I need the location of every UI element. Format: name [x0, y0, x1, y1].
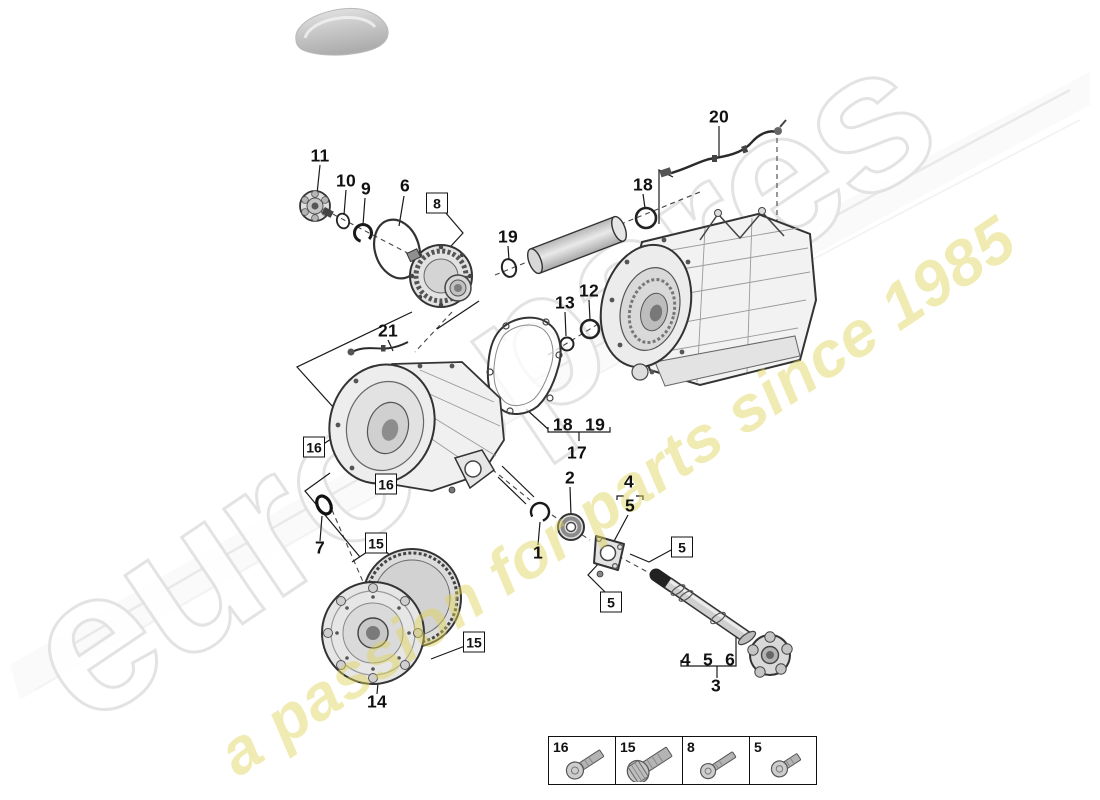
bushing-sleeve: [527, 215, 627, 275]
front-case-drawing: [328, 361, 505, 494]
callout-10: 10: [335, 170, 357, 191]
output-flange-11: [299, 190, 334, 222]
callout-18-19: 18 19: [552, 414, 606, 435]
bearing-mount-flange: [593, 535, 625, 578]
callout-17: 17: [566, 442, 588, 463]
legend-cell-8: 8: [683, 737, 750, 784]
snap-ring-1: [529, 501, 551, 523]
short-pan-head-screw-icon: [770, 753, 802, 778]
callout-11: 11: [310, 145, 330, 166]
shaft-seal-7: [315, 494, 333, 516]
callout-5: 5: [624, 495, 636, 516]
flanged-hex-bolt-icon: [626, 746, 673, 782]
legend-label-5: 5: [754, 739, 762, 755]
legend-label-8: 8: [687, 739, 695, 755]
breather-pipe-20: [659, 119, 787, 178]
callout-box-15a: 15: [365, 532, 387, 554]
callout-box-5b: 5: [600, 591, 622, 613]
callout-9: 9: [360, 178, 372, 199]
callout-20: 20: [708, 106, 730, 127]
callout-2: 2: [564, 467, 576, 488]
gasket-drawing: [486, 316, 563, 415]
callout-14: 14: [366, 691, 388, 712]
legend-cell-15: 15: [616, 737, 683, 784]
o-ring-12: [579, 318, 601, 340]
legend-cell-5: 5: [750, 737, 816, 784]
callout-21: 21: [377, 320, 399, 341]
car-silhouette: [295, 7, 389, 56]
callout-4-5-6: 4 5 6: [680, 649, 736, 670]
callout-box-16a: 16: [303, 436, 325, 458]
output-shaft-drawing: [649, 568, 793, 678]
callout-12: 12: [578, 280, 600, 301]
pan-head-screw-icon: [699, 751, 737, 780]
o-ring-19: [500, 258, 518, 278]
callout-7: 7: [314, 537, 326, 558]
callout-box-15b: 15: [463, 631, 485, 653]
pan-head-bolt-icon: [565, 749, 605, 780]
callout-4: 4: [623, 471, 635, 492]
callout-1: 1: [532, 542, 544, 563]
fastener-legend-table: 16 15: [548, 736, 817, 785]
front-differential-drawing: [406, 244, 473, 308]
callout-13: 13: [554, 292, 576, 313]
legend-label-15: 15: [620, 739, 636, 755]
torque-converter-drawing: [321, 548, 462, 685]
legend-cell-16: 16: [549, 737, 616, 784]
callout-3: 3: [710, 675, 722, 696]
o-ring-10: [335, 212, 351, 230]
callout-box-8: 8: [426, 192, 448, 214]
bearing-2: [557, 513, 585, 541]
legend-label-16: 16: [553, 739, 569, 755]
transmission-drawing: [599, 207, 818, 387]
callout-box-16b: 16: [375, 473, 397, 495]
snap-ring-9: [353, 223, 373, 243]
callout-19: 19: [497, 226, 519, 247]
o-ring-18: [634, 206, 658, 230]
o-ring-6: [373, 218, 421, 280]
callout-18: 18: [632, 174, 654, 195]
callout-box-5a: 5: [671, 536, 693, 558]
breather-pipe-21: [347, 341, 409, 356]
callout-6: 6: [399, 175, 411, 196]
